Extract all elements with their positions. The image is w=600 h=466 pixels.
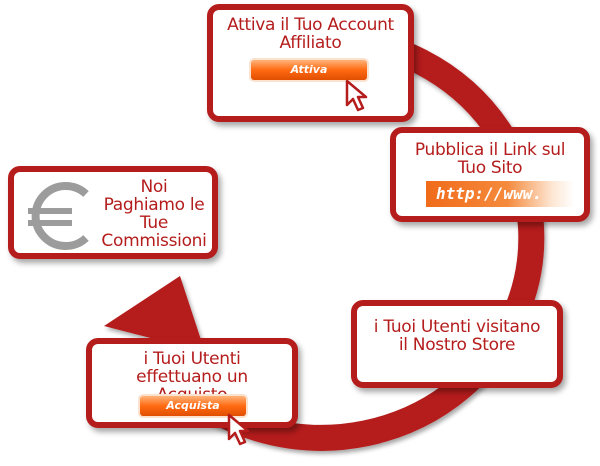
pointer-cursor-icon bbox=[345, 79, 368, 112]
step-publish-title: Pubblica il Link sul Tuo Sito bbox=[414, 140, 566, 178]
step-purchase-box: i Tuoi Utenti effettuano un Acquisto Acq… bbox=[86, 338, 298, 446]
euro-icon bbox=[28, 182, 89, 250]
activate-button[interactable]: Attiva bbox=[251, 60, 367, 80]
purchase-button[interactable]: Acquista bbox=[140, 396, 246, 416]
step-activate-title: Attiva il Tuo Account Affiliato bbox=[227, 15, 394, 53]
step-activate-box: Attiva il Tuo Account Affiliato Attiva bbox=[207, 4, 414, 122]
step-pay-title: Noi Paghiamo le Tue Commissioni bbox=[101, 177, 207, 251]
url-bar: http://www. bbox=[426, 181, 574, 207]
step-purchase-title: i Tuoi Utenti effettuano un Acquisto bbox=[136, 349, 248, 405]
step-pay-box: Noi Paghiamo le Tue Commissioni bbox=[8, 166, 218, 259]
cycle-arrowhead bbox=[104, 276, 205, 352]
step-visit-box: i Tuoi Utenti visitano il Nostro Store bbox=[351, 300, 563, 388]
step-visit-title: i Tuoi Utenti visitano il Nostro Store bbox=[373, 317, 541, 355]
pointer-cursor-icon bbox=[227, 413, 250, 446]
step-publish-box: Pubblica il Link sul Tuo Sito http://www… bbox=[390, 127, 590, 222]
